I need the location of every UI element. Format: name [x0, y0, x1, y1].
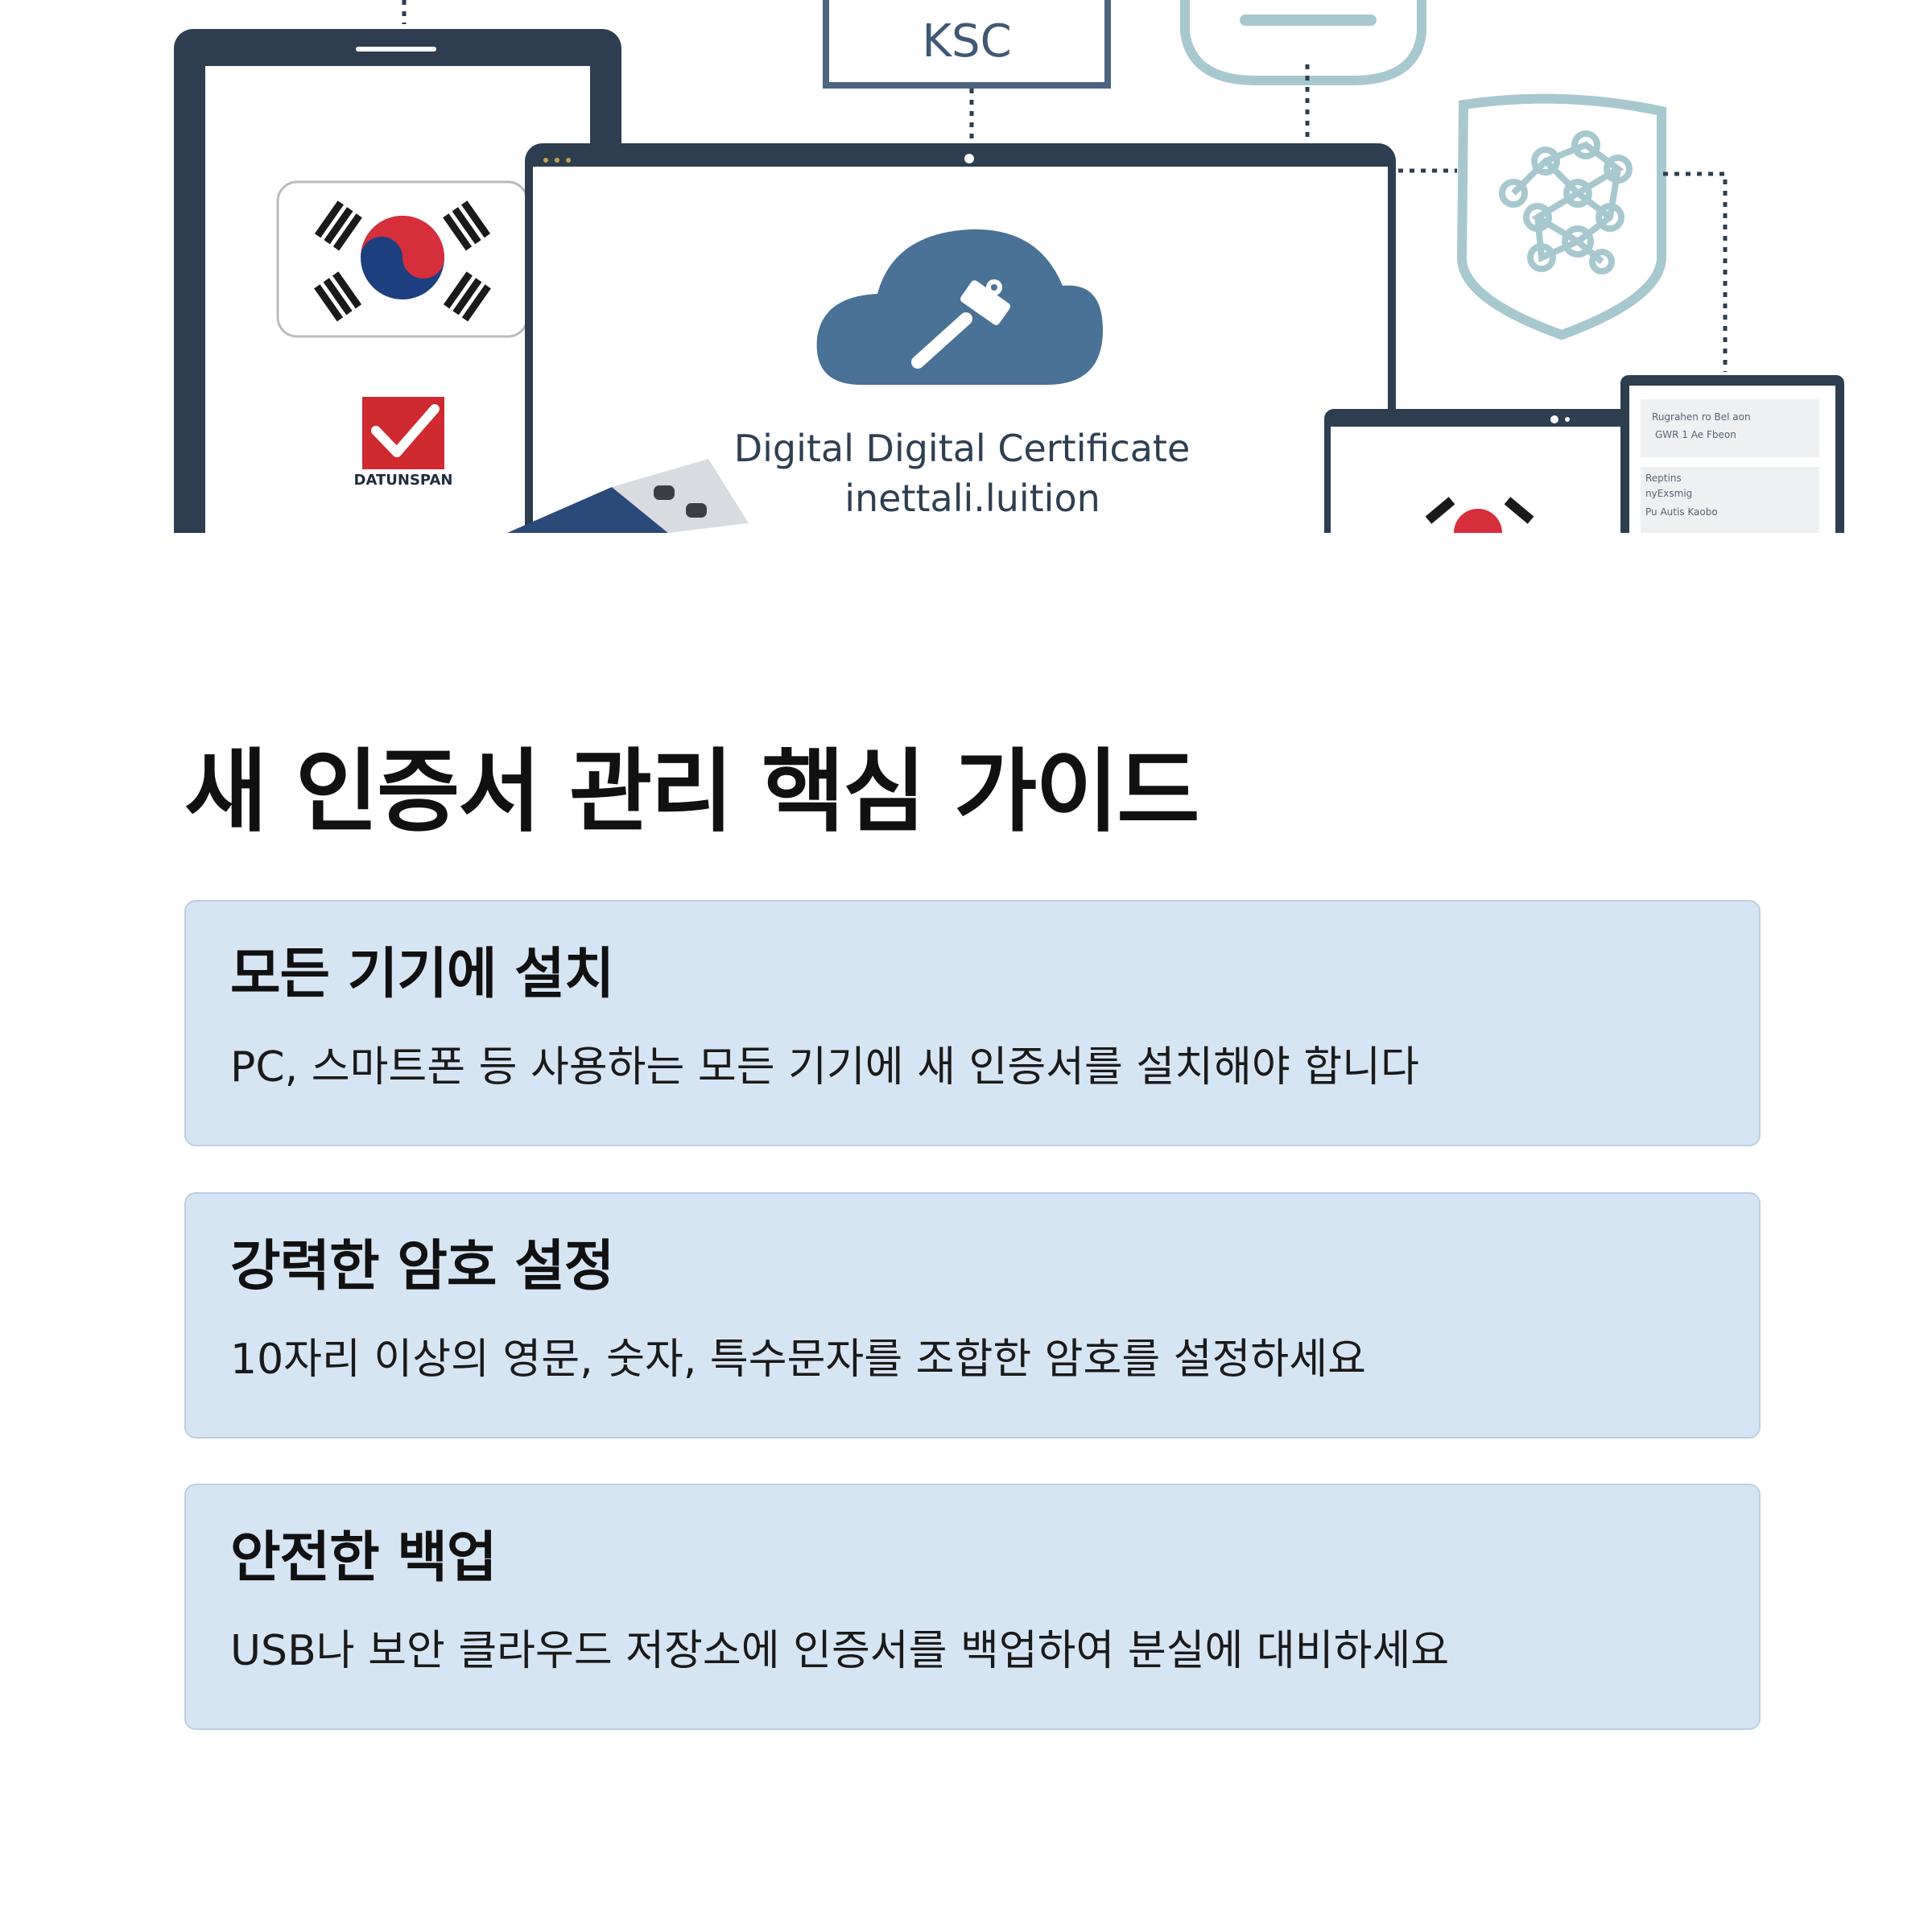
- screen-title-line2: inettali.luition: [844, 477, 1100, 520]
- korea-flag-icon: [276, 180, 529, 338]
- page-title: 새 인증서 관리 핵심 가이드: [184, 740, 1199, 844]
- card-title: 모든 기기에 설치: [230, 943, 614, 1006]
- doc-line2: GWR 1 Ae Fbeon: [1655, 429, 1736, 440]
- doc-line3: Reptins: [1645, 473, 1682, 484]
- usb-drive-icon: [507, 459, 749, 533]
- doc-line4: nyExsmig: [1645, 488, 1692, 499]
- small-laptop-icon: [1324, 409, 1630, 533]
- screen-title-line1: Digital Digital Certificate: [734, 427, 1191, 470]
- hero-illustration: DATUNSPAN KSC Digita: [0, 0, 1932, 533]
- tablet-badge-text: DATUNSPAN: [354, 472, 453, 489]
- card-description: PC, 스마트폰 등 사용하는 모든 기기에 새 인증서를 설치해야 합니다: [230, 1043, 1419, 1092]
- ksc-server-box: [823, 0, 1111, 89]
- card-description: 10자리 이상의 영문, 숫자, 특수문자를 조합한 암호를 설정하세요: [230, 1335, 1366, 1384]
- connector-line: [1663, 171, 1728, 372]
- guide-card-install: 모든 기기에 설치 PC, 스마트폰 등 사용하는 모든 기기에 새 인증서를 …: [184, 900, 1761, 1146]
- guide-card-backup: 안전한 백업 USB나 보안 클라우드 저장소에 인증서를 백업하여 분실에 대…: [184, 1484, 1761, 1730]
- document-icon: [1180, 0, 1426, 85]
- guide-card-password: 강력한 암호 설정 10자리 이상의 영문, 숫자, 특수문자를 조합한 암호를…: [184, 1192, 1761, 1439]
- card-title: 안전한 백업: [230, 1526, 497, 1590]
- card-title: 강력한 암호 설정: [230, 1235, 614, 1298]
- ksc-label: KSC: [922, 15, 1011, 68]
- tablet-icon: [1620, 375, 1844, 533]
- card-description: USB나 보안 클라우드 저장소에 인증서를 백업하여 분실에 대비하세요: [230, 1627, 1450, 1675]
- doc-line1: Rugrahen ro Bel aon: [1652, 411, 1751, 423]
- doc-line5: Pu Autis Kaobo: [1645, 506, 1718, 518]
- checkmark-badge-icon: [362, 397, 444, 469]
- shield-network-icon: [1456, 93, 1666, 341]
- cloud-tool-icon: [816, 229, 1103, 385]
